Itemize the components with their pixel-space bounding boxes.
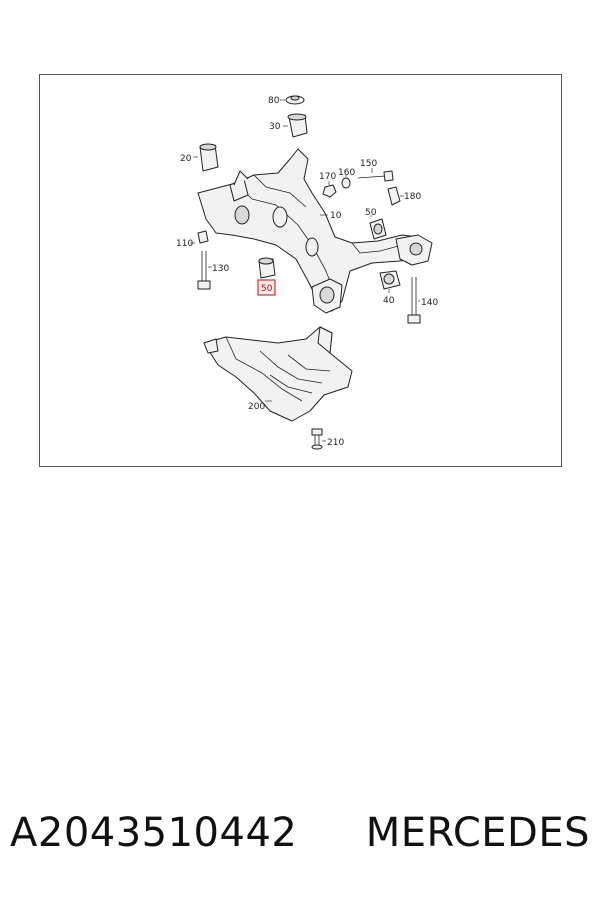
callout-110: 110 (176, 239, 193, 249)
callout-180: 180 (404, 192, 421, 202)
subframe-exploded-diagram: 80 30 20 (176, 95, 438, 450)
part-10-subframe (197, 148, 433, 314)
part-20-bushing (193, 143, 219, 172)
part-150-bolt (357, 168, 394, 182)
callout-170: 170 (319, 172, 336, 182)
callout-130: 130 (212, 264, 229, 274)
callout-50-right: 50 (365, 208, 377, 218)
part-170-nut (322, 181, 337, 198)
part-50-bushing-right (369, 215, 387, 240)
part-180-bracket (387, 186, 404, 206)
callout-210: 210 (327, 438, 344, 448)
brand-label: MERCEDES (365, 810, 590, 856)
callout-140: 140 (421, 298, 438, 308)
part-number-label: A2043510442 (10, 810, 298, 856)
callout-50-highlighted: 50 (261, 284, 273, 294)
part-130-bolt (197, 251, 212, 290)
part-40-bushing (379, 270, 401, 293)
part-80-washer (280, 95, 305, 105)
part-140-bolt (407, 277, 421, 324)
part-30-bushing (283, 113, 308, 138)
part-210-screw (311, 428, 326, 450)
part-110-clip (190, 230, 209, 244)
part-160-washer (341, 175, 351, 189)
parts-diagram-frame: 80 30 20 (39, 74, 562, 467)
callout-30: 30 (269, 122, 281, 132)
callout-200: 200 (248, 402, 265, 412)
callout-160: 160 (338, 168, 355, 178)
callout-40: 40 (383, 296, 395, 306)
callout-80: 80 (268, 96, 280, 106)
callout-150: 150 (360, 159, 377, 169)
callout-20: 20 (180, 154, 192, 164)
highlight-box-50 (257, 279, 276, 296)
part-200-underbody-shield (203, 326, 353, 422)
caption-bar: A2043510442 MERCEDES (10, 798, 590, 868)
part-50-bushing-highlighted (258, 257, 276, 279)
callout-10: 10 (330, 211, 342, 221)
